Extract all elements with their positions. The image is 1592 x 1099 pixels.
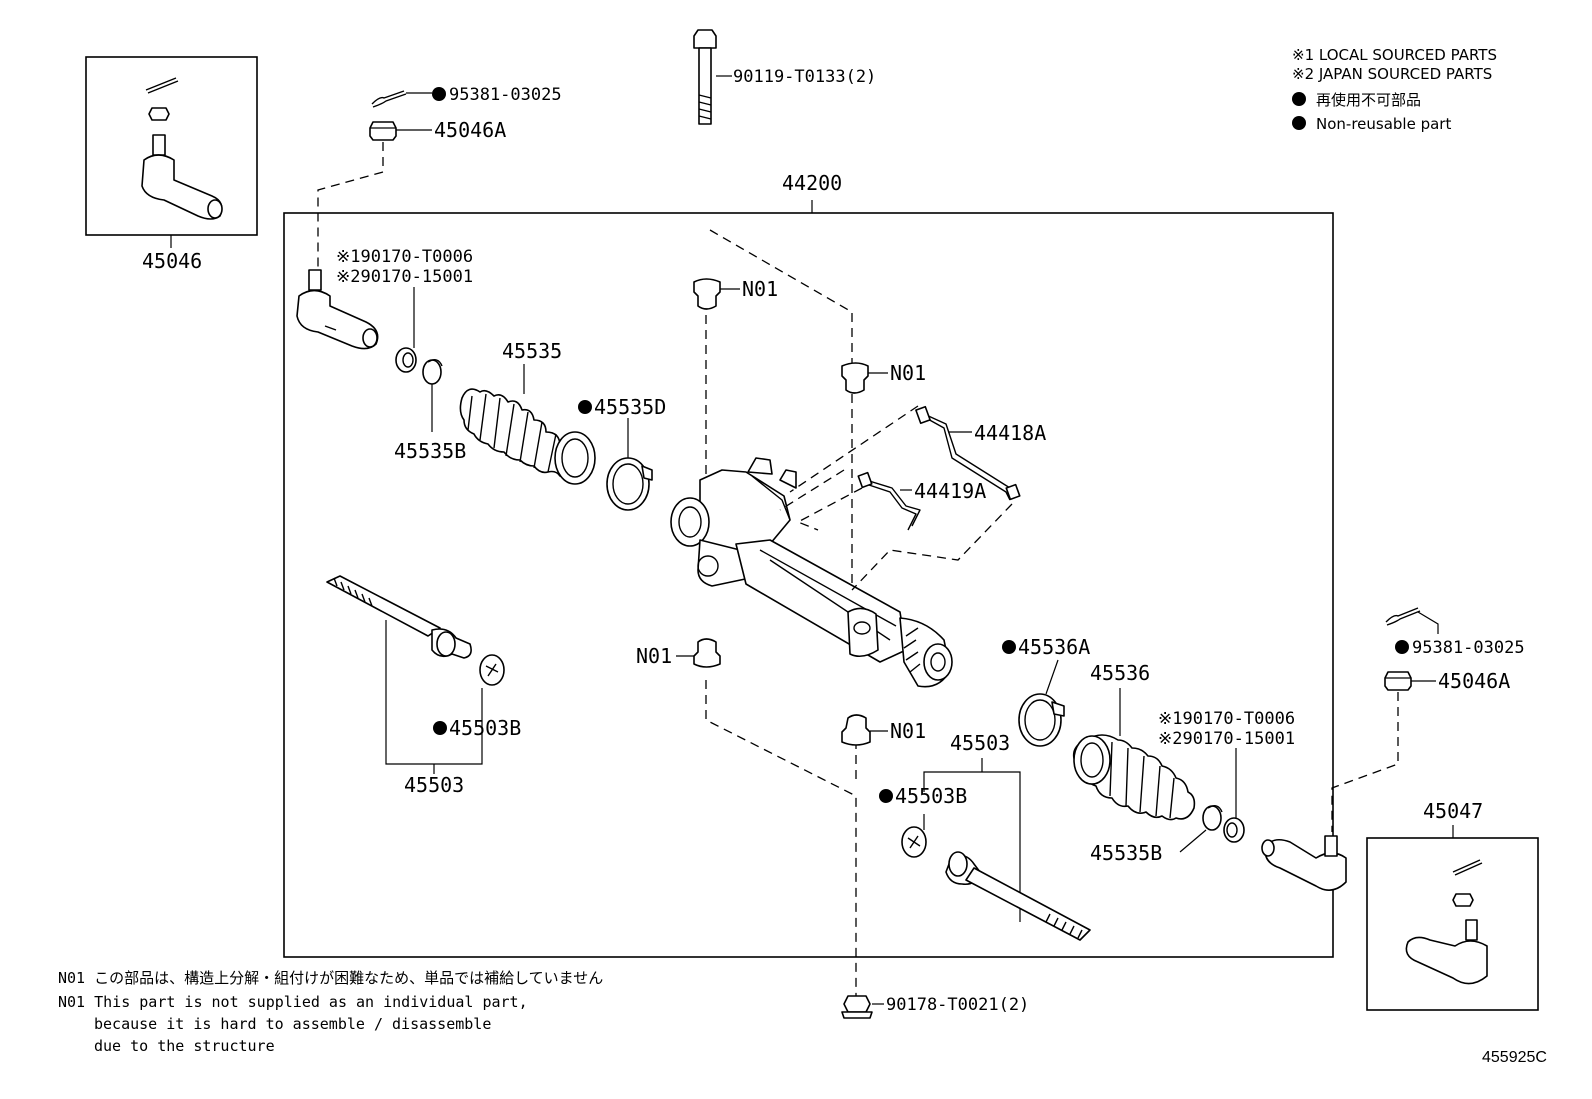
castle-nut-right-icon xyxy=(1384,671,1412,691)
non-reusable-dot-icon xyxy=(1292,116,1306,130)
note-n01-en-line1: N01 This part is not supplied as an indi… xyxy=(58,993,528,1011)
note-n01-en-line2: because it is hard to assemble / disasse… xyxy=(94,1015,491,1033)
non-reusable-dot-icon xyxy=(433,721,447,735)
tie-rod-end-box-right xyxy=(1366,837,1539,1011)
legend-japan-sourced: ※2 JAPAN SOURCED PARTS xyxy=(1292,65,1492,83)
label-n01-bottom-right: N01 xyxy=(890,719,926,743)
non-reusable-dot-icon xyxy=(1395,640,1409,654)
legend: ※1 LOCAL SOURCED PARTS ※2 JAPAN SOURCED … xyxy=(1292,46,1497,133)
jam-nut-left-icon xyxy=(395,347,417,373)
label-clip-right: 45535B xyxy=(1090,841,1162,865)
label-tube-a: 44418A xyxy=(974,421,1046,445)
inner-rod-right-icon xyxy=(945,851,1091,941)
inner-rod-left-icon xyxy=(326,575,472,659)
label-boot-right: 45536 xyxy=(1090,661,1150,685)
clip-left-icon xyxy=(422,359,443,385)
label-cotter-pin-right: 95381-03025 xyxy=(1412,638,1525,658)
label-tube-b: 44419A xyxy=(914,479,986,503)
cotter-pin-right-icon xyxy=(1385,607,1421,626)
label-cotter-pin-left: 95381-03025 xyxy=(449,85,562,105)
label-japan-code-left: ※290170-15001 xyxy=(336,267,473,287)
label-n01-bottom-left: N01 xyxy=(636,644,672,668)
tie-rod-end-left-icon xyxy=(296,269,379,350)
tie-rod-end-right-box-icon xyxy=(1405,859,1488,985)
label-assembly: 44200 xyxy=(782,171,842,195)
label-clamp-left: 45535D xyxy=(594,395,666,419)
label-bolt: 90119-T0133(2) xyxy=(733,67,876,87)
notes: N01 この部品は、構造上分解・組付けが困難なため、単品では補給していません N… xyxy=(58,969,603,1055)
castle-nut-left-icon xyxy=(369,121,397,141)
tie-rod-end-right-icon xyxy=(1261,835,1347,891)
label-washer-left: 45503B xyxy=(449,716,521,740)
bushing-bottom-left-icon xyxy=(693,638,721,668)
clamp-left-icon xyxy=(606,457,653,511)
note-n01-en-line3: due to the structure xyxy=(94,1037,275,1055)
legend-non-reusable-en: Non-reusable part xyxy=(1316,115,1451,133)
label-washer-right: 45503B xyxy=(895,784,967,808)
tie-rod-end-left-box-icon xyxy=(141,77,223,220)
jam-nut-right-icon xyxy=(1223,817,1245,843)
clip-right-icon xyxy=(1202,805,1223,831)
legend-non-reusable-jp: 再使用不可部品 xyxy=(1316,91,1421,109)
boot-right-icon xyxy=(1072,734,1196,821)
non-reusable-dot-icon xyxy=(1292,92,1306,106)
boot-left-icon xyxy=(459,388,596,485)
label-local-code-left: ※190170-T0006 xyxy=(336,247,473,267)
steering-gear-housing-icon xyxy=(670,457,953,688)
bolt-icon xyxy=(693,29,717,125)
flange-nut-icon xyxy=(841,995,873,1019)
bushing-top-left-icon xyxy=(693,278,721,310)
label-n01-top-right: N01 xyxy=(890,361,926,385)
assembly-frame xyxy=(283,212,1334,958)
non-reusable-dot-icon xyxy=(879,789,893,803)
label-japan-code-right: ※290170-15001 xyxy=(1158,729,1295,749)
label-inner-rod-right: 45503 xyxy=(950,731,1010,755)
label-tie-rod-end-box-right: 45047 xyxy=(1423,799,1483,823)
label-tie-rod-end-box-left: 45046 xyxy=(142,249,202,273)
bushing-bottom-right-icon xyxy=(841,714,871,746)
label-castle-nut-right: 45046A xyxy=(1438,669,1510,693)
label-inner-rod-left: 45503 xyxy=(404,773,464,797)
label-boot-left: 45535 xyxy=(502,339,562,363)
label-castle-nut-left: 45046A xyxy=(434,118,506,142)
non-reusable-dot-icon xyxy=(578,400,592,414)
label-local-code-right: ※190170-T0006 xyxy=(1158,709,1295,729)
figure-code: 455925C xyxy=(1482,1049,1547,1066)
bushing-top-right-icon xyxy=(841,362,869,394)
non-reusable-dot-icon xyxy=(1002,640,1016,654)
label-clamp-right: 45536A xyxy=(1018,635,1090,659)
legend-local-sourced: ※1 LOCAL SOURCED PARTS xyxy=(1292,46,1497,64)
hydraulic-tube-b-icon xyxy=(857,471,921,531)
label-n01-top-left: N01 xyxy=(742,277,778,301)
clamp-right-icon xyxy=(1018,693,1065,747)
washer-left-icon xyxy=(479,654,505,686)
cotter-pin-left-icon xyxy=(371,90,407,108)
washer-right-icon xyxy=(901,826,927,858)
label-clip-left: 45535B xyxy=(394,439,466,463)
non-reusable-dot-icon xyxy=(432,87,446,101)
note-n01-jp: N01 この部品は、構造上分解・組付けが困難なため、単品では補給していません xyxy=(58,969,603,987)
label-flange-nut: 90178-T0021(2) xyxy=(886,995,1029,1015)
hydraulic-tube-a-icon xyxy=(915,405,1021,501)
